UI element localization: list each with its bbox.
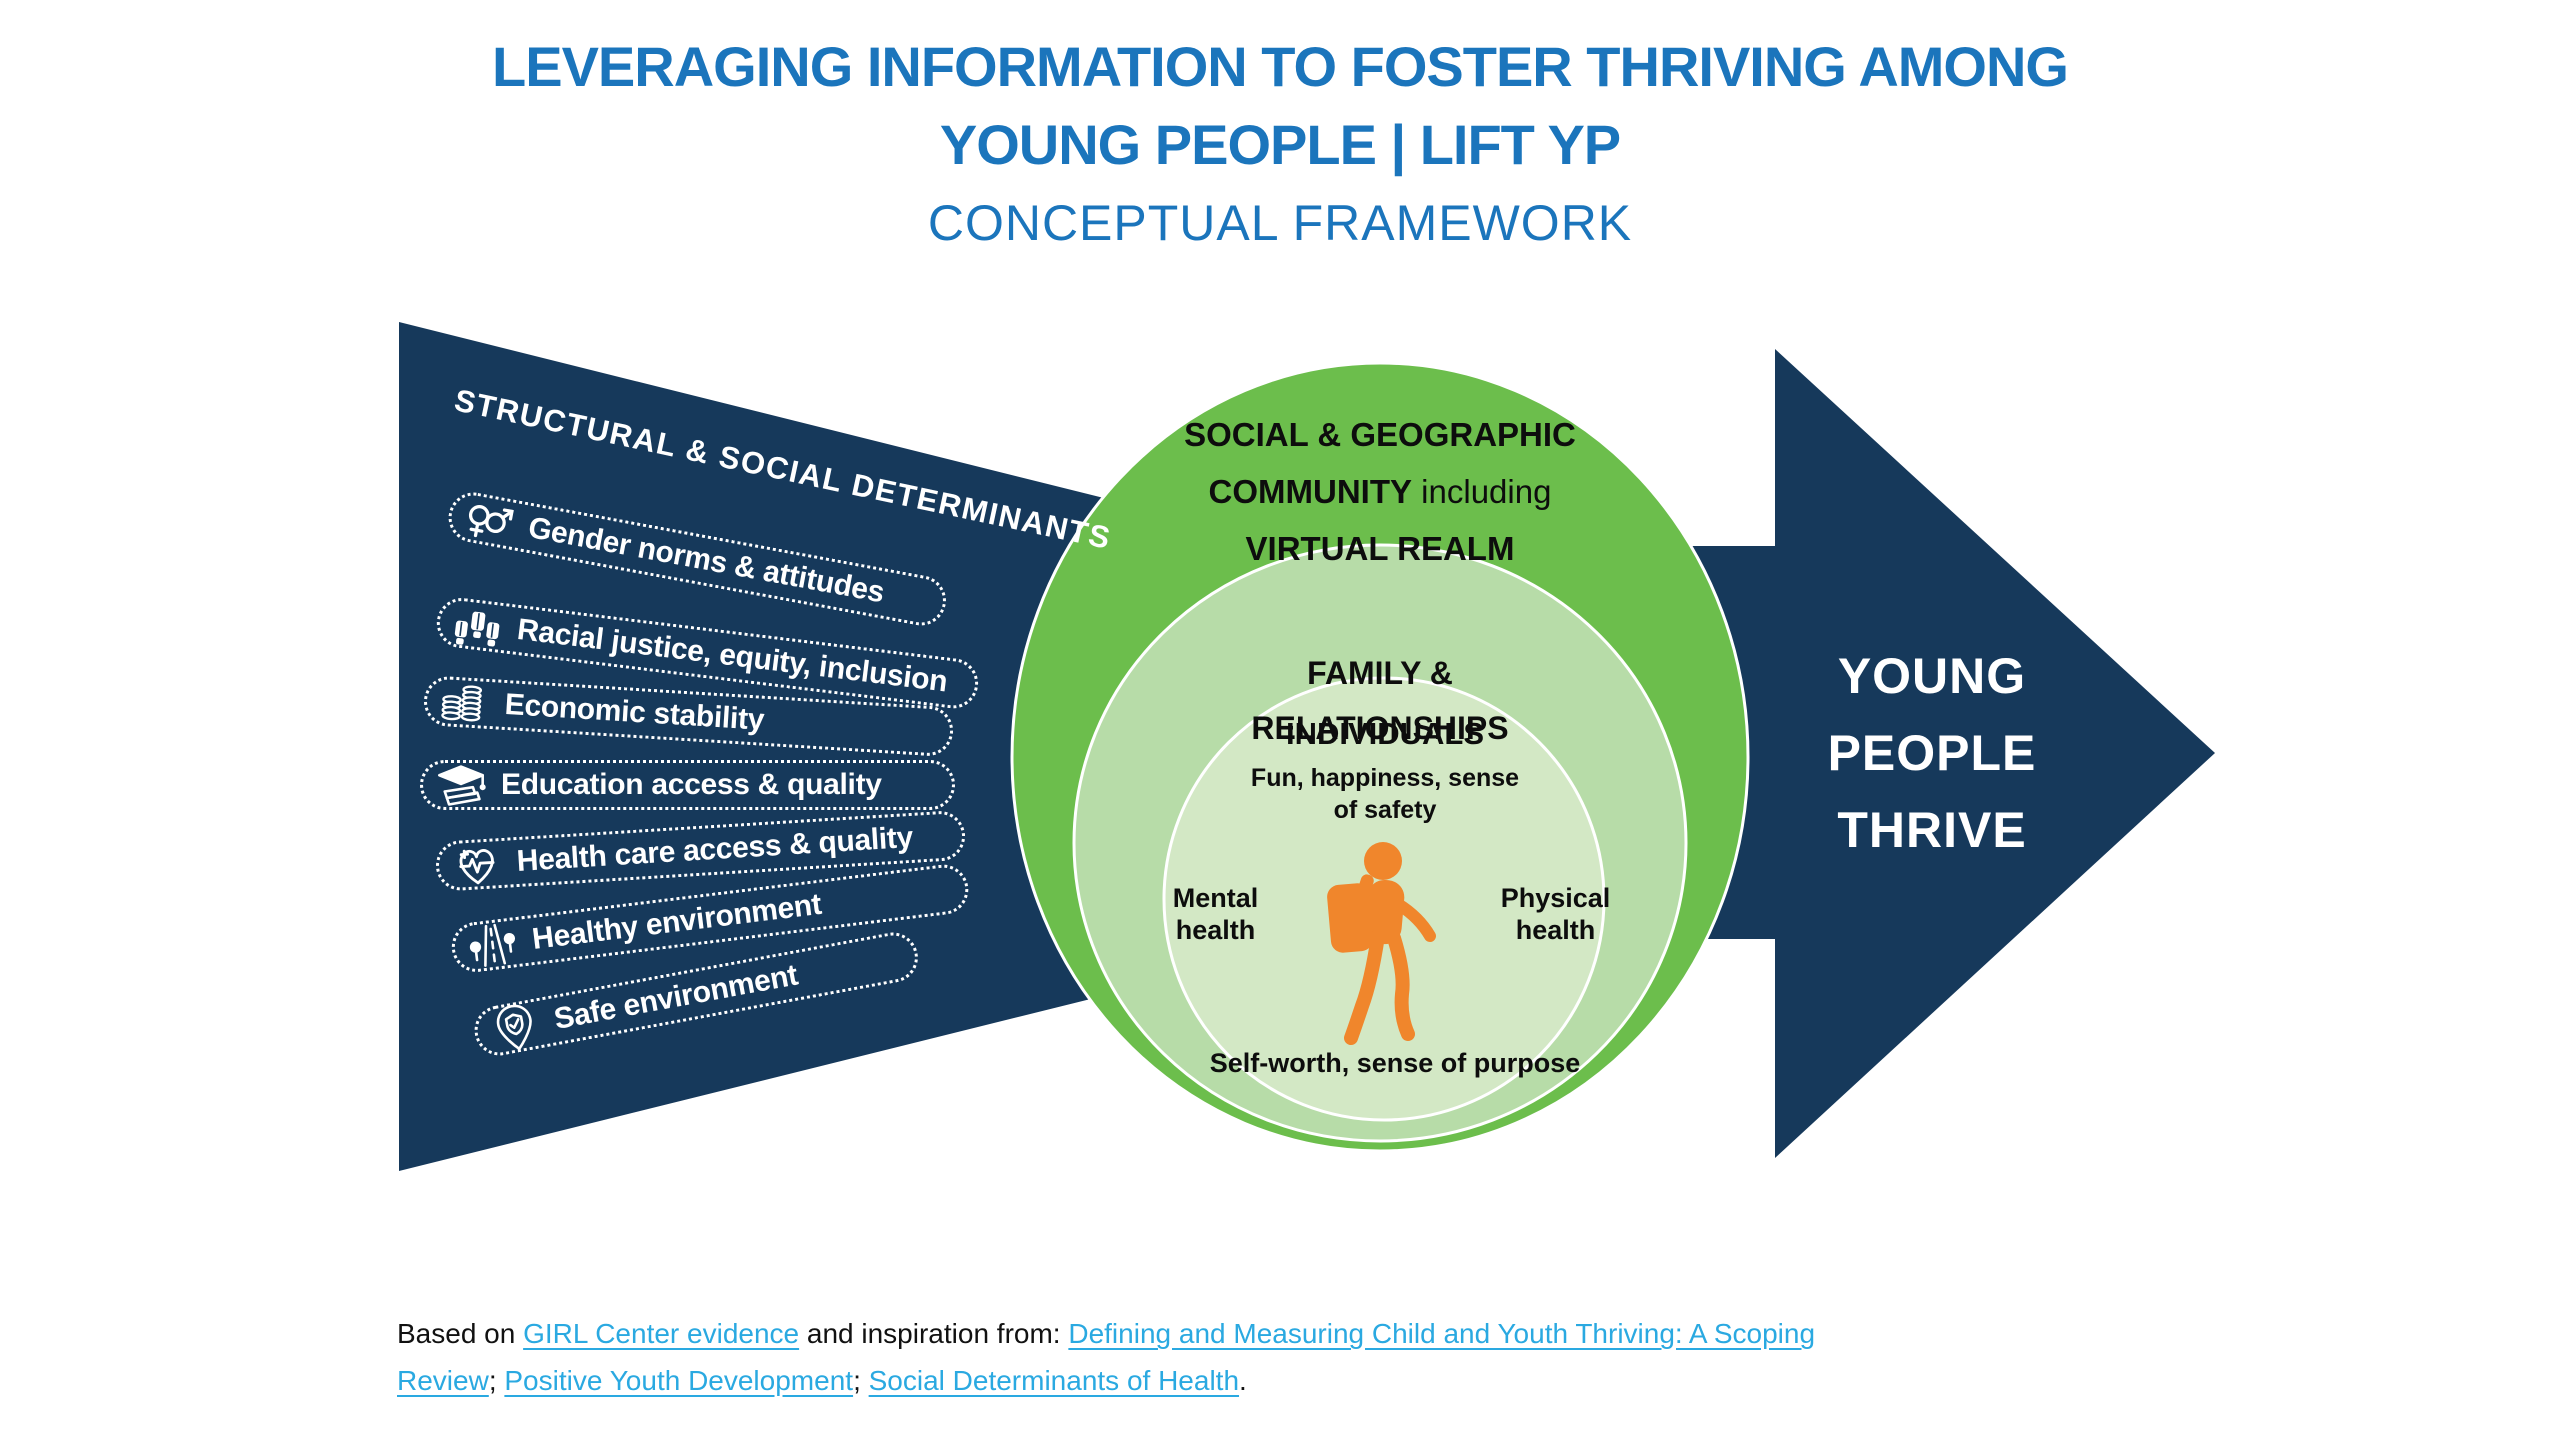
determinant-gender-norms: Gender norms & attitudes	[444, 488, 951, 630]
determinant-label: Education access & quality	[501, 768, 882, 801]
family-circle-label: FAMILY & RELATIONSHIPS	[1140, 646, 1620, 756]
title-line-2: YOUNG PEOPLE | LIFT YP	[939, 113, 1621, 176]
determinant-racial-justice: Racial justice, equity, inclusion	[433, 595, 981, 712]
determinant-economic-stability: Economic stability	[422, 675, 955, 758]
arrowhead-shape	[1775, 349, 2215, 1158]
page-title: LEVERAGING INFORMATION TO FOSTER THRIVIN…	[0, 28, 2560, 262]
pin-shield-icon	[496, 1004, 532, 1051]
community-circle-label: SOCIAL & GEOGRAPHIC COMMUNITY including …	[1100, 406, 1660, 577]
title-line-1: LEVERAGING INFORMATION TO FOSTER THRIVIN…	[492, 35, 2069, 98]
girl-center-evidence-link[interactable]: GIRL Center evidence	[523, 1318, 800, 1349]
footer-separator: ;	[488, 1365, 505, 1396]
family-line-2: RELATIONSHIPS	[1251, 710, 1509, 746]
healthcare-icon	[459, 849, 495, 885]
fists-icon	[454, 611, 500, 647]
positive-youth-development-link[interactable]: Positive Youth Development	[504, 1365, 854, 1396]
title-line-3: CONCEPTUAL FRAMEWORK	[927, 195, 1633, 251]
footer-text: .	[1239, 1365, 1247, 1396]
young-person-icon	[1327, 842, 1436, 1045]
mental-health-label: Mental health	[1172, 883, 1259, 945]
community-line-1: SOCIAL & GEOGRAPHIC	[1184, 416, 1576, 453]
young-people-thrive-label: YOUNG PEOPLE THRIVE	[1827, 648, 2037, 858]
determinant-health-care: Health care access & quality	[434, 809, 967, 892]
education-icon	[438, 765, 486, 806]
gender-icon	[468, 505, 514, 538]
physical-health-label: Physical health	[1500, 883, 1611, 945]
determinant-safe-environment: Safe environment	[470, 928, 923, 1060]
social-determinants-health-link[interactable]: Social Determinants of Health	[868, 1365, 1240, 1396]
coins-icon	[441, 685, 483, 722]
footer-text: Based on	[397, 1318, 524, 1349]
determinant-healthy-environment: Healthy environment	[448, 861, 972, 975]
family-line-1: FAMILY &	[1307, 655, 1453, 691]
individuals-heading: INDIVIDUALS	[1285, 716, 1485, 751]
footer-separator: ;	[853, 1365, 869, 1396]
fun-happiness-label: Fun, happiness, sense of safety	[1250, 764, 1520, 824]
community-line-3: VIRTUAL REALM	[1245, 530, 1515, 567]
community-line-2: COMMUNITY including	[1208, 473, 1552, 510]
footer-text: and inspiration from:	[799, 1318, 1069, 1349]
determinant-education: Education access & quality	[420, 760, 955, 810]
road-trees-icon	[469, 923, 516, 967]
determinant-label: Economic stability	[503, 687, 766, 737]
defining-measuring-thriving-link[interactable]: Defining and Measuring Child and Youth T…	[397, 1318, 1816, 1396]
source-note: Based on GIRL Center evidence and inspir…	[397, 1310, 1887, 1404]
self-worth-label: Self-worth, sense of purpose	[1209, 1048, 1581, 1078]
